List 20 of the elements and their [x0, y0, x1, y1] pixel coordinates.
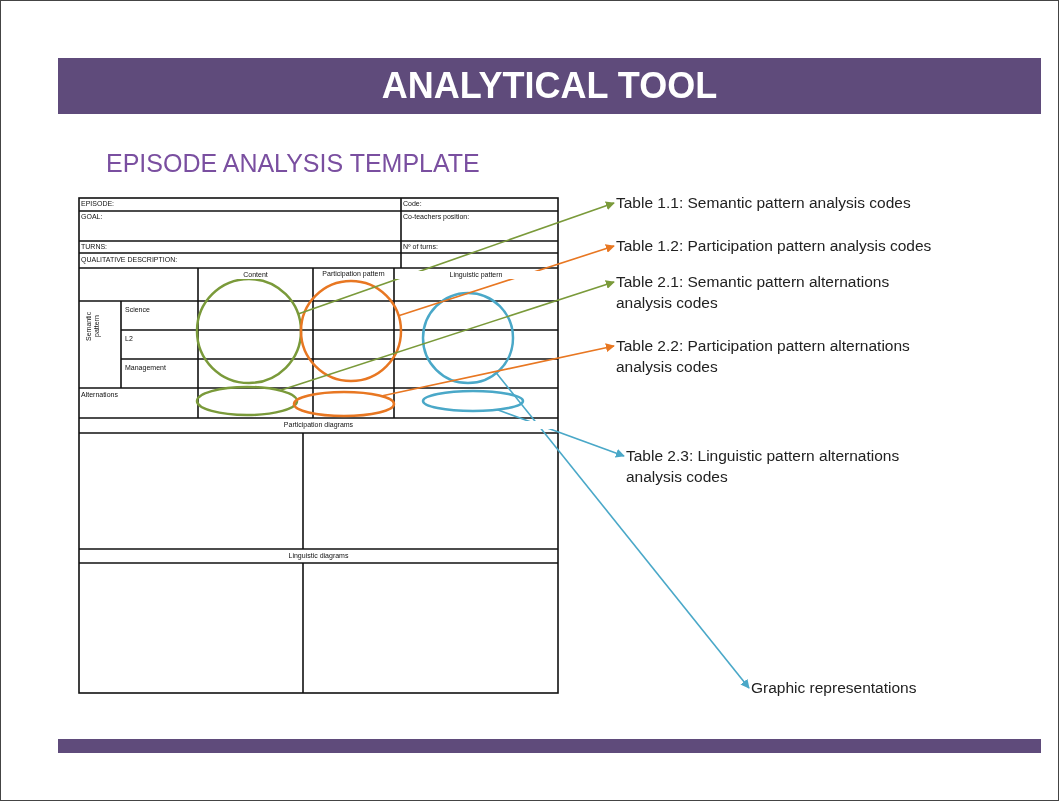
callout-text: Graphic representations [751, 677, 1011, 698]
highlight-ellipse [292, 390, 396, 418]
highlight-circle [299, 279, 403, 383]
callout-text: Table 1.2: Participation pattern analysis codes [616, 235, 1046, 256]
leader-arrow [279, 280, 615, 392]
leader-arrow [397, 244, 615, 317]
leader-arrow [380, 343, 615, 397]
highlight-ellipse [195, 385, 299, 417]
highlight-circle [421, 291, 515, 385]
title-banner: ANALYTICAL TOOL [58, 58, 1041, 114]
highlight-circle [195, 277, 303, 385]
callout-text: Table 2.2: Participation pattern alternations analysis codes [616, 335, 951, 377]
callout-text: Table 2.3: Linguistic pattern alternations analysis codes [626, 445, 956, 487]
leader-arrow [496, 408, 625, 458]
callout-text: Table 2.1: Semantic pattern alternations analysis codes [616, 271, 926, 313]
subtitle: EPISODE ANALYSIS TEMPLATE [106, 149, 480, 178]
highlight-ellipse [421, 389, 525, 413]
leader-arrow [297, 201, 615, 315]
leader-arrow [495, 372, 750, 689]
callout-text: Table 1.1: Semantic pattern analysis codes [616, 192, 1046, 213]
